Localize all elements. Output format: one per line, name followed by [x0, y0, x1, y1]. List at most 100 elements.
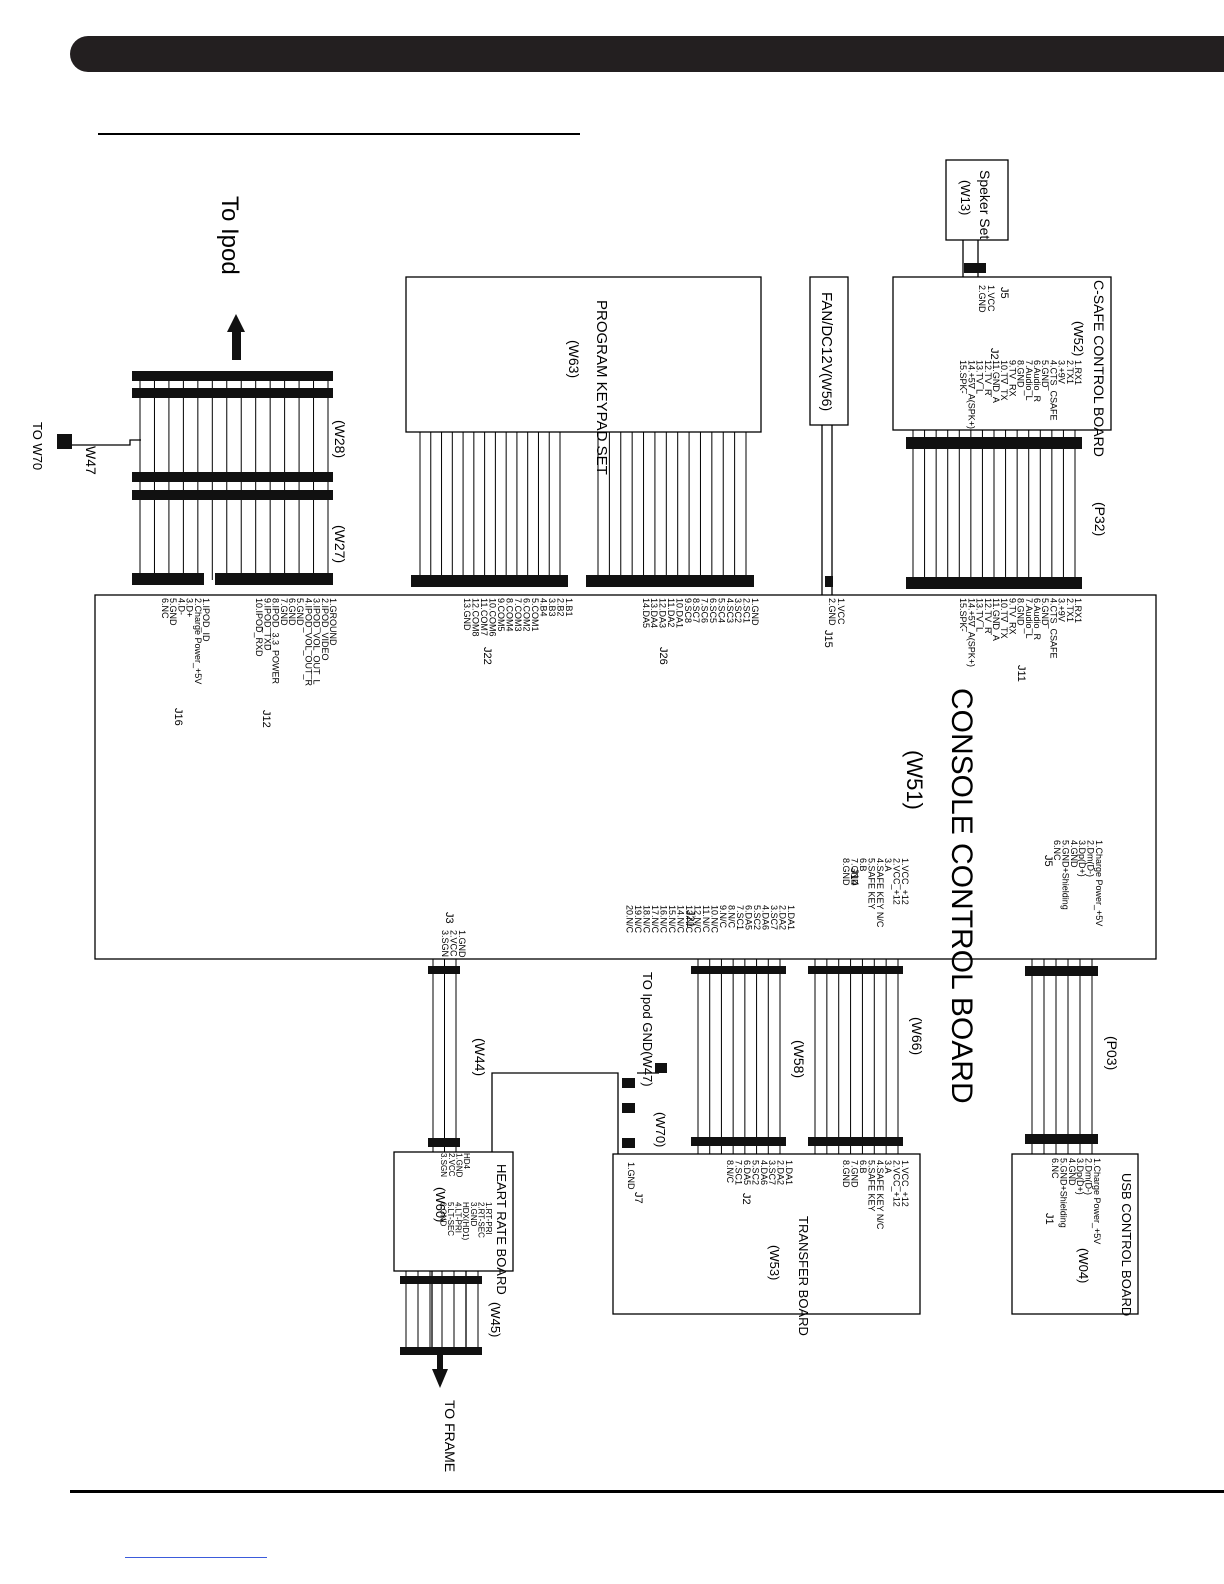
keypad-box — [405, 276, 762, 433]
connector-bar — [428, 966, 460, 974]
pin-label: 5.SAFE KEY — [866, 858, 876, 910]
pin-label: 11.N/C — [701, 905, 711, 933]
pin-label: 3.A — [883, 858, 893, 872]
pin-label: 5.SC2 — [750, 1160, 760, 1185]
connector-bar — [428, 1138, 460, 1147]
pin-label: 10.IPOD_RXD — [254, 598, 264, 657]
pin-label: 4.SAFE KEY N/C — [875, 1160, 885, 1230]
j26-label: J26 — [657, 647, 669, 665]
pin-label: 5.GND — [1040, 598, 1050, 626]
connector-bar — [691, 1137, 786, 1146]
pin-label: HD4 — [462, 1153, 471, 1170]
pin-label: HDX(HD1) — [461, 1202, 470, 1241]
pin-label: 3.SGN — [440, 930, 450, 957]
pin-label: 4.B4 — [539, 598, 549, 617]
connector-bar — [906, 577, 1082, 589]
pin-label: 6.DA5 — [742, 1160, 752, 1185]
pin-label: 1.Charge Power_+5V — [1092, 1158, 1102, 1244]
to-ipod-gnd-label: TO Ipod GND(W47) — [640, 972, 655, 1087]
pin-label: 7.Audio_L — [1024, 598, 1034, 639]
pin-label: 20.N/C — [625, 905, 635, 934]
pin-label: 12.TV_R — [983, 360, 993, 396]
pin-label: 7.Audio_L — [1024, 360, 1034, 401]
pin-label: 9.TV_RX — [1007, 360, 1017, 397]
pin-label: 7.GND — [850, 1160, 860, 1188]
pin-label: 11.COM7 — [479, 598, 489, 636]
connector-bar — [808, 1137, 903, 1146]
pin-label: 2.Dm(D-) — [1086, 840, 1096, 877]
p03-label: (P03) — [1104, 1036, 1120, 1070]
connector-bar — [132, 573, 204, 585]
pin-label: 3.IPOD_VOL_OUT_L — [312, 598, 322, 685]
speaker-title: Speker Set — [977, 170, 993, 239]
connector-bar — [691, 966, 786, 974]
pin-label: 17.N/C — [650, 905, 660, 934]
speaker-id: (W13) — [958, 180, 973, 215]
j14-label: J14 — [848, 868, 860, 886]
pin-label: 15.SPK- — [958, 360, 968, 394]
pin-label: 12.COM8 — [471, 598, 481, 637]
pin-label: 5.GND — [295, 598, 305, 626]
fan-id: (W56) — [819, 373, 835, 411]
pin-label: 18.N/C — [642, 905, 652, 934]
pin-label: 3.Dp(D+) — [1075, 1158, 1085, 1195]
csafe-title: C-SAFE CONTROL BOARD — [1091, 280, 1107, 457]
pin-label: 6.NC — [1050, 1158, 1060, 1179]
to-ipod-label: To Ipod — [216, 196, 243, 275]
pin-label: 2.DA2 — [776, 1160, 786, 1185]
csafe-id: (W52) — [1071, 321, 1086, 356]
pin-label: 6.GND — [287, 598, 297, 626]
pin-label: 3.A — [883, 1160, 893, 1174]
connector-bar — [586, 575, 754, 587]
pin-label: 1.B1 — [564, 598, 574, 617]
console-j5-label: J5 — [1042, 855, 1054, 867]
pin-label: 4.D- — [176, 598, 186, 615]
pin-label: 1.GND — [626, 1162, 636, 1190]
transfer-j7-label: J7 — [632, 1192, 644, 1204]
pin-label: 5.GND+Shielding — [1058, 1158, 1068, 1228]
pin-label: 2.GND — [827, 598, 837, 626]
pin-label: 4.CTS_CSAFE — [1048, 360, 1058, 421]
j11-label: J11 — [1015, 665, 1027, 682]
pin-label: 12.N/C — [693, 905, 703, 934]
pin-label: 1.DA1 — [786, 905, 796, 930]
connector-bar — [400, 1347, 482, 1355]
pin-label: 10.COM6 — [488, 598, 498, 637]
connector-bar — [400, 1276, 482, 1284]
j22-label: J22 — [481, 647, 493, 665]
pin-label: 13.GND — [462, 598, 472, 631]
pin-label: 14.N/C — [676, 905, 686, 934]
pin-label: 1.GND — [454, 1153, 463, 1178]
header-bar — [70, 36, 1224, 72]
connector-bar — [132, 388, 333, 398]
connector-bar — [906, 437, 1082, 449]
footer-link-underline — [125, 1557, 267, 1558]
pin-label: 4.LT-PRI — [454, 1202, 463, 1233]
csafe-box — [892, 276, 1112, 431]
pin-label: 4.GND — [1067, 1158, 1077, 1186]
pin-label: 11.GND_A — [991, 360, 1001, 403]
pin-label: 7.GND — [850, 858, 860, 886]
pin-label: 7.SC1 — [735, 905, 745, 930]
pin-label: 14.+5V_A(SPK+) — [966, 360, 976, 429]
connector-bar — [808, 966, 903, 974]
pin-label: 3.SC7 — [767, 1160, 777, 1185]
pin-label: 10.TV_TX — [999, 598, 1009, 639]
pin-label: 1.DA1 — [784, 1160, 794, 1185]
pin-label: 1.VCC — [836, 598, 846, 625]
pin-label: 3.SC2 — [733, 598, 743, 623]
pin-label: 6.GND — [438, 1202, 447, 1227]
hr-title: HEART RATE BOARD — [494, 1164, 509, 1295]
pin-label: 7.SC1 — [734, 1160, 744, 1185]
pin-label: 2.B2 — [556, 598, 566, 617]
usb-title: USB CONTROL BOARD — [1119, 1173, 1134, 1316]
keypad-title: PROGRAM KEYPAD SET — [593, 300, 610, 475]
pin-label: 1.GROUND — [328, 598, 338, 646]
pin-label: 5.GND — [1040, 360, 1050, 388]
console-id: (W51) — [902, 750, 927, 810]
pin-label: 14.DA5 — [641, 598, 651, 628]
pin-label: 3.Dp(D+) — [1077, 840, 1087, 877]
pin-label: 4.SAFE KEY N/C — [875, 858, 885, 928]
connector-bar — [215, 573, 333, 585]
pin-label: 10.DA1 — [674, 598, 684, 628]
